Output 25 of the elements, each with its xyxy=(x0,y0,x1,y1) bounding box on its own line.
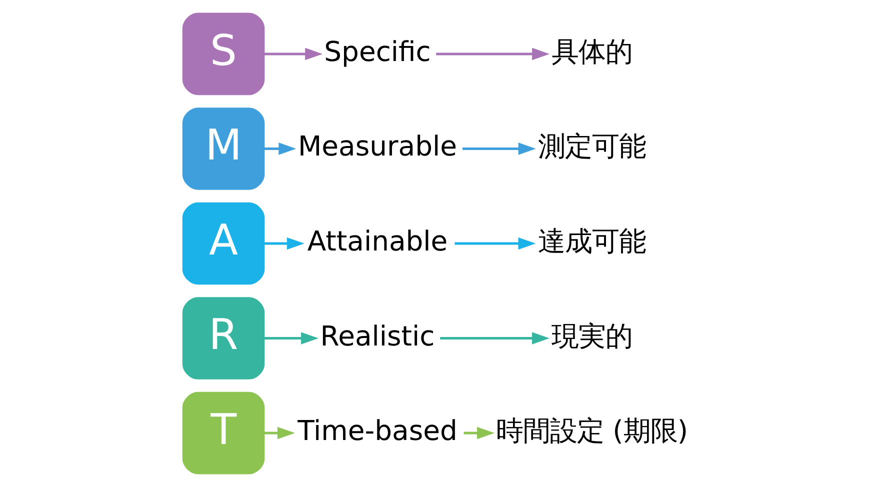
node-text: Attainable xyxy=(307,226,448,258)
node-text: Specific xyxy=(324,36,431,68)
node-text: Measurable xyxy=(298,132,458,163)
node-box: S xyxy=(182,12,265,96)
arrow xyxy=(264,237,304,250)
node-text: Realistic xyxy=(320,321,435,352)
node-text: Time-based xyxy=(298,416,458,448)
node-box: A xyxy=(182,202,265,285)
arrow xyxy=(264,142,296,155)
node-text: 時間設定 (期限) xyxy=(496,416,688,448)
node-text: 現実的 xyxy=(552,321,633,352)
arrow xyxy=(440,332,550,344)
arrow xyxy=(464,426,495,440)
node-text: 具体的 xyxy=(552,36,633,68)
arrow xyxy=(264,426,295,440)
node-box: T xyxy=(182,392,265,474)
arrow xyxy=(264,48,323,60)
node-text: 測定可能 xyxy=(538,132,646,163)
node-box: M xyxy=(182,108,265,190)
arrow xyxy=(462,142,536,155)
arrow xyxy=(264,332,319,344)
node-text: 達成可能 xyxy=(538,226,646,258)
node-box: R xyxy=(182,297,265,380)
arrow xyxy=(436,48,550,60)
arrow xyxy=(454,237,536,250)
